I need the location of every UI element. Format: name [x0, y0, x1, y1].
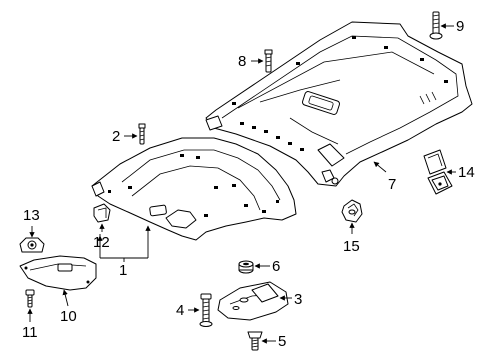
leader-10	[62, 289, 69, 307]
callout-2: 2	[112, 128, 120, 145]
handle-part-14	[423, 149, 453, 195]
visor-bracket-part-13	[19, 237, 45, 253]
grommet-part-6	[238, 260, 254, 274]
callout-8: 8	[238, 53, 246, 70]
callout-7: 7	[388, 176, 396, 193]
headliner-rear-part-1	[91, 137, 297, 241]
screw-part-11	[25, 289, 35, 308]
leader-lines	[27, 23, 456, 344]
bolt-part-9	[429, 11, 443, 40]
callout-10: 10	[60, 308, 77, 325]
callout-13: 13	[23, 207, 40, 224]
screw-part-5	[247, 331, 263, 351]
callout-3: 3	[294, 291, 302, 308]
callout-14: 14	[458, 164, 475, 181]
clip-part-12	[93, 203, 111, 223]
callout-12: 12	[93, 234, 110, 251]
pin-part-8	[264, 49, 273, 73]
bracket-part-3	[217, 281, 289, 321]
callouts: 1 2 3 4 5 6 7 8 9 10 11 12 13 14 15	[22, 18, 475, 350]
callout-11: 11	[22, 324, 38, 341]
callout-6: 6	[272, 258, 280, 275]
callout-9: 9	[456, 18, 464, 35]
callout-4: 4	[176, 302, 184, 319]
leader-7	[373, 161, 387, 173]
hook-part-15	[341, 199, 363, 223]
callout-5: 5	[278, 333, 286, 350]
bolt-part-4	[199, 293, 213, 327]
callout-15: 15	[343, 238, 360, 255]
pin-part-2	[138, 123, 146, 145]
callout-1: 1	[119, 262, 127, 279]
headliner-main-part-7	[205, 21, 473, 187]
sun-visor-part-10	[19, 255, 97, 291]
